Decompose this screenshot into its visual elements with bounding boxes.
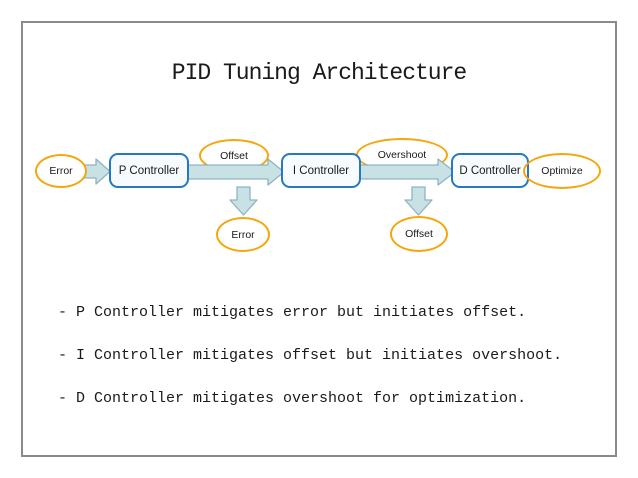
node-optimize-ellipse: Optimize <box>523 153 601 189</box>
node-p-controller-box: P Controller <box>109 153 189 188</box>
flow-arrow-down-icon <box>229 186 258 216</box>
flow-arrow-right-icon <box>187 158 285 186</box>
node-error-input-ellipse: Error <box>35 154 87 188</box>
node-i-controller-box: I Controller <box>281 153 361 188</box>
flow-arrow-right-icon <box>84 158 111 185</box>
flow-arrow-down-icon <box>404 186 433 216</box>
node-error-below-ellipse: Error <box>216 217 270 252</box>
node-offset-below-ellipse: Offset <box>390 216 448 252</box>
flow-arrow-right-icon <box>359 158 456 186</box>
bullet-item: - P Controller mitigates error but initi… <box>58 304 527 321</box>
bullet-item: - D Controller mitigates overshoot for o… <box>58 390 527 407</box>
bullet-item: - I Controller mitigates offset but init… <box>58 347 563 364</box>
slide-border-frame <box>21 21 617 457</box>
node-d-controller-box: D Controller <box>451 153 529 188</box>
page-title: PID Tuning Architecture <box>171 60 467 86</box>
